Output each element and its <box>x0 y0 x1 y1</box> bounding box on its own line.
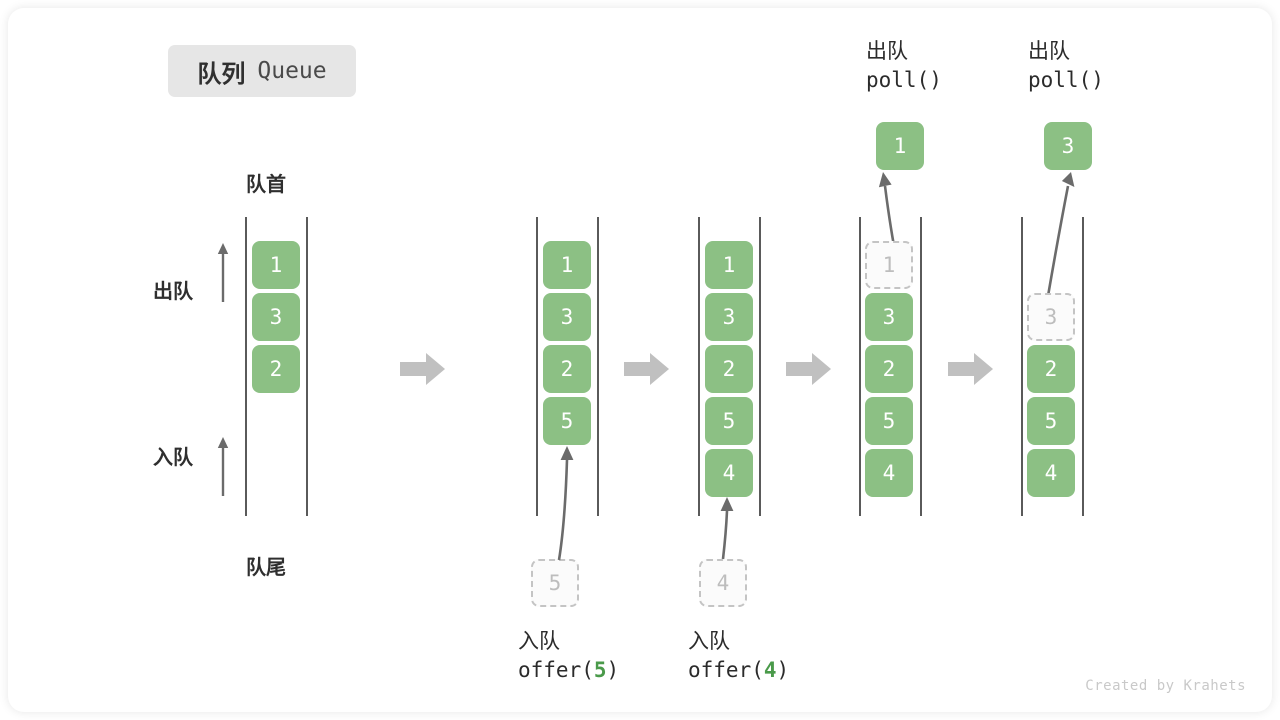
dequeue-motion-arrow-icon <box>878 172 896 247</box>
queue-item: 3 <box>252 293 300 341</box>
queue-rail-right-1 <box>306 217 308 516</box>
step-arrow-icon <box>400 353 445 385</box>
queue-rail-right-5 <box>1082 217 1084 516</box>
rear-label: 队尾 <box>246 557 286 579</box>
offer-4-caption-cn: 入队 <box>688 630 730 653</box>
enqueue-label: 入队 <box>153 447 193 469</box>
queue-rail-right-3 <box>759 217 761 516</box>
poll-result-item: 1 <box>876 122 924 170</box>
ghost-item: 3 <box>1027 293 1075 341</box>
poll-result-item: 3 <box>1044 122 1092 170</box>
queue-rail-right-2 <box>597 217 599 516</box>
queue-rail-left-2 <box>536 217 538 516</box>
watermark: Created by Krahets <box>1085 678 1246 694</box>
enqueue-motion-arrow-icon <box>720 497 734 560</box>
queue-item: 3 <box>543 293 591 341</box>
queue-item: 1 <box>705 241 753 289</box>
step-arrow-icon <box>948 353 993 385</box>
queue-rail-right-4 <box>920 217 922 516</box>
title-en: Queue <box>257 58 327 84</box>
queue-item: 2 <box>543 345 591 393</box>
offer-5-caption: 入队 offer(5) <box>518 628 619 685</box>
offer-4-caption: 入队 offer(4) <box>688 628 789 685</box>
queue-item: 1 <box>543 241 591 289</box>
ghost-item: 1 <box>865 241 913 289</box>
title-badge: 队列 Queue <box>168 45 356 97</box>
queue-item: 4 <box>705 449 753 497</box>
queue-item: 4 <box>865 449 913 497</box>
dequeue-arrow-icon <box>217 243 229 302</box>
queue-rail-left-3 <box>698 217 700 516</box>
queue-rail-left-5 <box>1021 217 1023 516</box>
ghost-item: 5 <box>531 559 579 607</box>
front-label: 队首 <box>246 174 286 196</box>
queue-item: 3 <box>705 293 753 341</box>
queue-item: 5 <box>543 397 591 445</box>
poll-3-caption-cn: 出队 <box>1028 40 1070 63</box>
queue-rail-left-1 <box>245 217 247 516</box>
queue-item: 4 <box>1027 449 1075 497</box>
queue-item: 5 <box>1027 397 1075 445</box>
enqueue-motion-arrow-icon <box>557 446 574 561</box>
offer-5-caption-code: offer(5) <box>518 658 620 683</box>
enqueue-arrow-icon <box>217 437 229 496</box>
ghost-item: 4 <box>699 559 747 607</box>
queue-item: 2 <box>252 345 300 393</box>
queue-item: 2 <box>865 345 913 393</box>
poll-3-caption-code: poll() <box>1028 68 1104 93</box>
queue-item: 2 <box>705 345 753 393</box>
poll-1-caption: 出队 poll() <box>866 38 942 95</box>
queue-item: 2 <box>1027 345 1075 393</box>
poll-3-caption: 出队 poll() <box>1028 38 1104 95</box>
dequeue-label: 出队 <box>153 281 193 303</box>
offer-4-caption-code: offer(4) <box>688 658 790 683</box>
step-arrow-icon <box>624 353 669 385</box>
queue-rail-left-4 <box>859 217 861 516</box>
dequeue-motion-arrow-icon <box>1046 172 1075 297</box>
title-cn: 队列 <box>197 60 246 88</box>
poll-1-caption-cn: 出队 <box>866 40 908 63</box>
queue-item: 5 <box>865 397 913 445</box>
diagram-canvas: 队列 Queue 队首 队尾 出队 入队 1 3 2 1 3 2 5 5 入队 … <box>8 8 1272 712</box>
poll-1-caption-code: poll() <box>866 68 942 93</box>
step-arrow-icon <box>786 353 831 385</box>
offer-5-caption-cn: 入队 <box>518 630 560 653</box>
queue-item: 3 <box>865 293 913 341</box>
queue-item: 5 <box>705 397 753 445</box>
queue-item: 1 <box>252 241 300 289</box>
